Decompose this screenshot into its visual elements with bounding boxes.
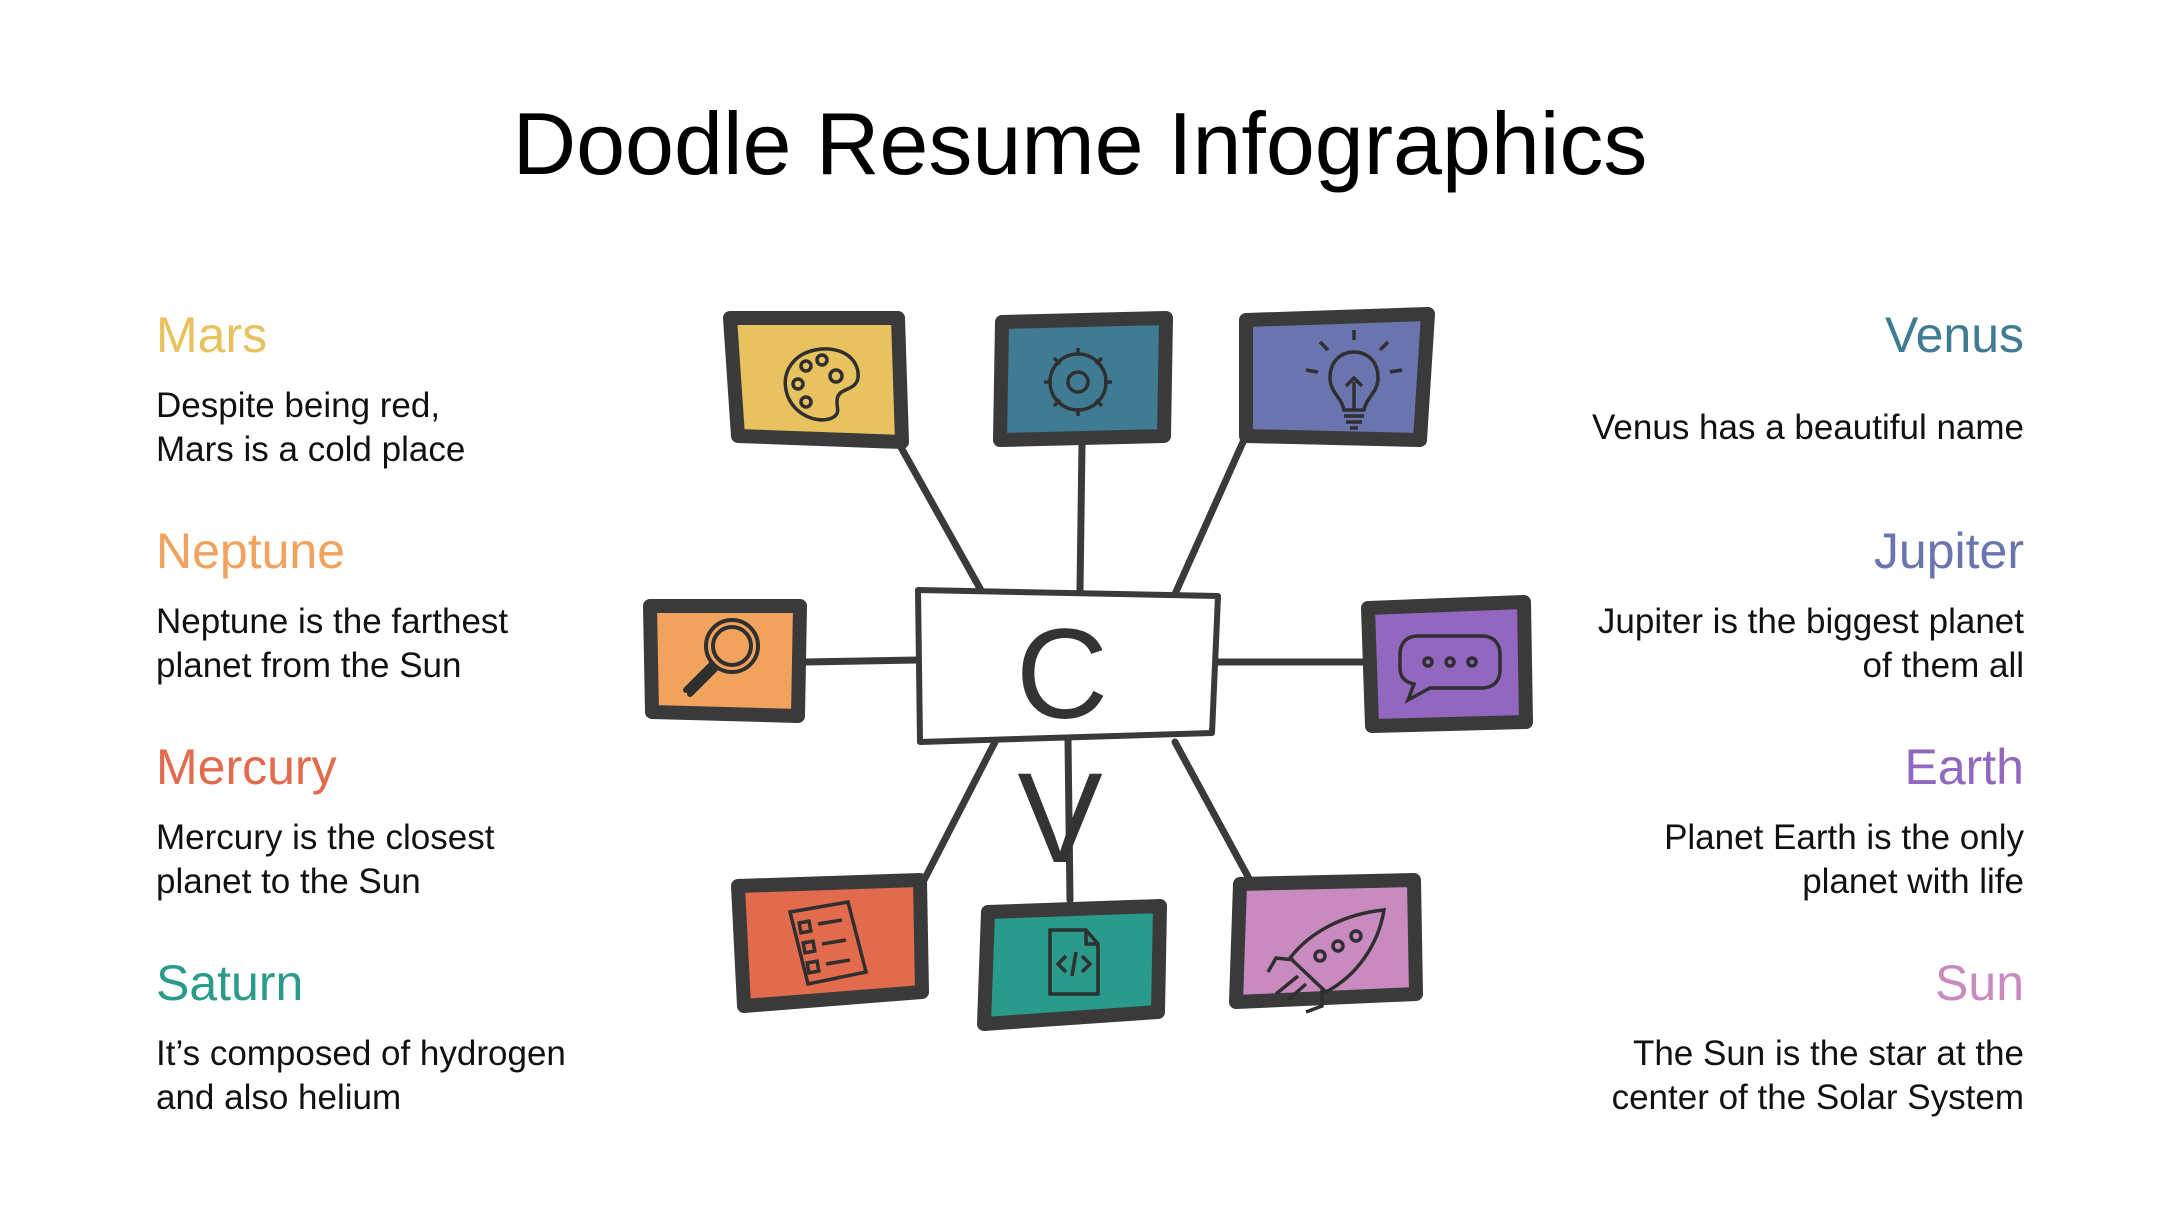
item-description: Venus has a beautiful name: [1592, 408, 2024, 447]
item-heading: Earth: [1904, 739, 2024, 795]
lightbulb-icon: [1305, 330, 1403, 430]
item-mars: Mars Despite being red, Mars is a cold p…: [156, 310, 676, 472]
item-heading: Jupiter: [1873, 523, 2024, 579]
item-heading: Sun: [1935, 955, 2024, 1011]
connector-rocket: [1171, 738, 1256, 888]
rocket-icon: [1266, 908, 1387, 1014]
item-mercury: Mercury Mercury is the closest planet to…: [156, 742, 676, 904]
tile-frame: [993, 311, 1173, 447]
chat-icon: [1398, 634, 1502, 704]
tile-frame: [1229, 873, 1423, 1009]
tile-code-file: [977, 899, 1167, 1031]
item-description: Neptune is the farthest planet from the …: [156, 602, 509, 685]
tile-gear: [993, 311, 1173, 447]
cv-letter-c: C: [1016, 603, 1108, 746]
tile-rocket: [1229, 873, 1423, 1014]
magnifier-icon: [683, 618, 760, 697]
item-heading: Neptune: [156, 523, 346, 579]
tile-magnifier: [643, 599, 807, 723]
cv-center-box: C V: [915, 587, 1221, 890]
item-venus: Venus Venus has a beautiful name: [1504, 310, 2024, 450]
tile-palette: [723, 311, 909, 449]
connector-checklist: [918, 738, 999, 888]
code-file-icon: [1048, 928, 1100, 996]
page-title: Doodle Resume Infographics: [512, 94, 1648, 193]
item-heading: Mercury: [156, 739, 337, 795]
connector-gear: [1076, 440, 1086, 594]
item-heading: Venus: [1884, 307, 2024, 363]
item-description: It’s composed of hydrogen and also heliu…: [156, 1034, 566, 1117]
tile-frame: [1239, 307, 1435, 447]
item-description: Jupiter is the biggest planet of them al…: [1597, 602, 2024, 685]
item-heading: Mars: [156, 307, 268, 363]
gear-icon: [1044, 348, 1112, 416]
tile-chat: [1361, 595, 1533, 733]
item-neptune: Neptune Neptune is the farthest planet f…: [156, 526, 676, 688]
connector-magnifier: [801, 656, 922, 666]
item-jupiter: Jupiter Jupiter is the biggest planet of…: [1504, 526, 2024, 688]
item-sun: Sun The Sun is the star at the center of…: [1504, 958, 2024, 1120]
connector-lightbulb: [1171, 438, 1247, 598]
checklist-icon: [787, 900, 869, 987]
item-description: The Sun is the star at the center of the…: [1611, 1034, 2024, 1117]
item-saturn: Saturn It’s composed of hydrogen and als…: [156, 958, 676, 1120]
palette-icon: [783, 347, 860, 422]
cv-letter-v: V: [1017, 747, 1102, 890]
tile-checklist: [731, 873, 929, 1013]
tile-frame: [977, 899, 1167, 1031]
connector-code-file: [1064, 736, 1074, 904]
item-description: Mercury is the closest planet to the Sun: [156, 818, 495, 901]
connectors: [801, 438, 1370, 904]
cv-box-outline: [915, 587, 1221, 745]
connector-palette: [894, 438, 986, 596]
item-heading: Saturn: [156, 955, 304, 1011]
item-description: Despite being red, Mars is a cold place: [156, 386, 466, 469]
tile-frame: [723, 311, 909, 449]
tile-lightbulb: [1239, 307, 1435, 447]
item-description: Planet Earth is the only planet with lif…: [1664, 818, 2024, 901]
item-earth: Earth Planet Earth is the only planet wi…: [1504, 742, 2024, 904]
